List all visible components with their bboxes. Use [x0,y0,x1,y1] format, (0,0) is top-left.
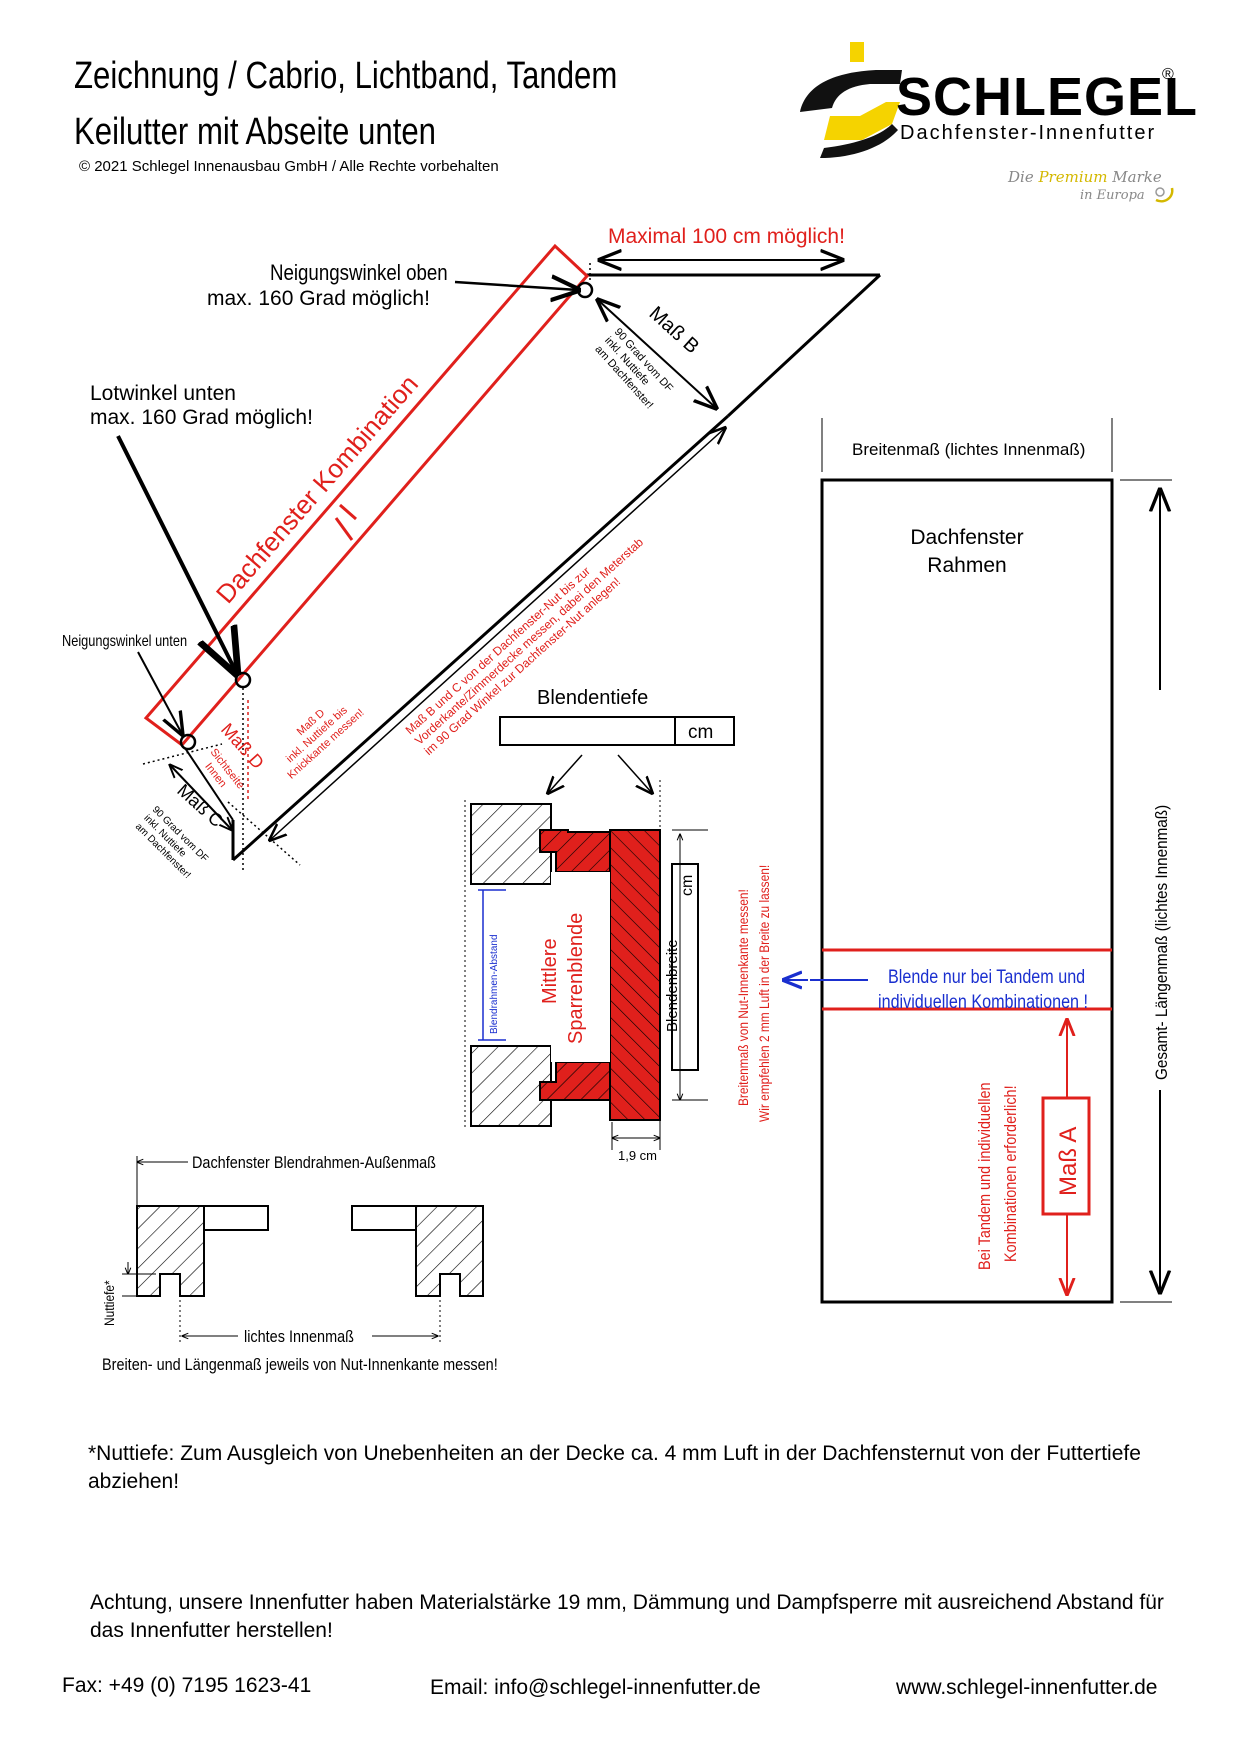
title-line-2: Keilutter mit Abseite unten [74,111,437,153]
neigung-oben-2: max. 160 Grad möglich! [207,287,430,310]
achtung-note: Achtung, unsere Innenfutter haben Materi… [90,1591,1164,1642]
breitenmass-label: Breitenmaß (lichtes Innenmaß) [852,440,1085,459]
sparrenblende-section [464,780,708,1150]
copyright-text: © 2021 Schlegel Innenausbau GmbH / Alle … [79,158,499,175]
blende-note-1: Blende nur bei Tandem und [888,966,1085,988]
logo-tagline-line2: in Europa [1080,188,1145,203]
footer-web[interactable]: www.schlegel-innenfutter.de [896,1676,1158,1699]
cm-unit-vertical: cm [679,875,696,896]
blendenbreite-label: Blendenbreite [664,939,681,1032]
mass-a-label: Maß A [1055,1127,1082,1196]
logo-brand-text: SCHLEGEL [896,67,1199,127]
max-label: Maximal 100 cm möglich! [608,225,845,248]
tagline-swoosh-icon [1155,187,1174,203]
rahmen-title-2: Rahmen [927,554,1006,577]
sparrenblende-label: Sparrenblende [565,913,587,1044]
lichtes-innenmass-label: lichtes Innenmaß [244,1328,354,1346]
tandem-note-2: Kombinationen erforderlich! [1002,1085,1020,1262]
breitenmass-note-1: Breitenmaß von Nut-Innenkante messen! [735,889,751,1106]
tagline-part1: Die [1008,168,1039,186]
neigung-oben-1: Neigungswinkel oben [270,262,448,286]
logo-tagline: Die Premium Marke [1008,168,1162,186]
angle-marker-top [576,281,594,299]
tagline-part2: Marke [1107,168,1162,186]
breitenmass-note-2: Wir empfehlen 2 mm Luft in der Breite zu… [756,865,772,1122]
title-line-1: Zeichnung / Cabrio, Lichtband, Tandem [74,55,618,97]
blendrahmen-abstand-label: Blendrahmen-Abstand [489,934,500,1034]
angle-marker-bottom [179,733,197,751]
logo-brand: SCHLEGEL [896,66,1198,128]
neigung-unten: Neigungswinkel unten [62,633,187,651]
blendentiefe-label: Blendentiefe [537,687,648,709]
diag-note-2: Vorderkante/Zimmerdecke messen, dabei de… [412,535,646,748]
blende-note-2: individuellen Kombinationen ! [878,991,1088,1013]
cm-unit-box: cm [688,722,713,743]
lotwinkel-2: max. 160 Grad möglich! [90,406,313,429]
mittlere-label: Mittlere [539,938,561,1004]
mass-b-note: 90 Grad vom DF inkl. Nuttiefe am Dachfen… [592,326,675,411]
dachfenster-rahmen-box [784,418,1172,1304]
blendrahmen-profile [122,1156,484,1342]
nuttiefe-note: *Nuttiefe: Zum Ausgleich von Unebenheite… [88,1442,1141,1493]
rahmen-title-1: Dachfenster [910,526,1023,549]
schlegel-s-logo-icon [800,42,902,158]
lotwinkel-1: Lotwinkel unten [90,382,236,405]
mass-d-note: Maß D inkl. Nuttiefe bis Knickkante mess… [284,704,366,782]
registered-mark: ® [1162,66,1174,83]
blendentiefe-box [499,716,735,746]
aussenmass-label: Dachfenster Blendrahmen-Außenmaß [192,1154,436,1172]
logo-subtitle: Dachfenster-Innenfutter [900,122,1157,144]
diag-note-1: Maß B und C von der Dachfenster-Nut bis … [403,564,593,737]
nuttiefe-label: Nuttiefe* [101,1280,117,1326]
footer-email[interactable]: Email: info@schlegel-innenfutter.de [430,1676,761,1699]
dachfenster-kombination-label: Dachfenster Kombination [210,369,424,609]
dim-19: 1,9 cm [618,1148,657,1163]
profile-hint: Breiten- und Längenmaß jeweils von Nut-I… [102,1356,498,1374]
gesamt-label: Gesamt- Längenmaß (lichtes Innenmaß) [1152,805,1171,1080]
tagline-premium: Premium [1038,168,1108,186]
tandem-note-1: Bei Tandem und individuellen [976,1082,994,1270]
footer-fax: Fax: +49 (0) 7195 1623-41 [62,1674,312,1697]
